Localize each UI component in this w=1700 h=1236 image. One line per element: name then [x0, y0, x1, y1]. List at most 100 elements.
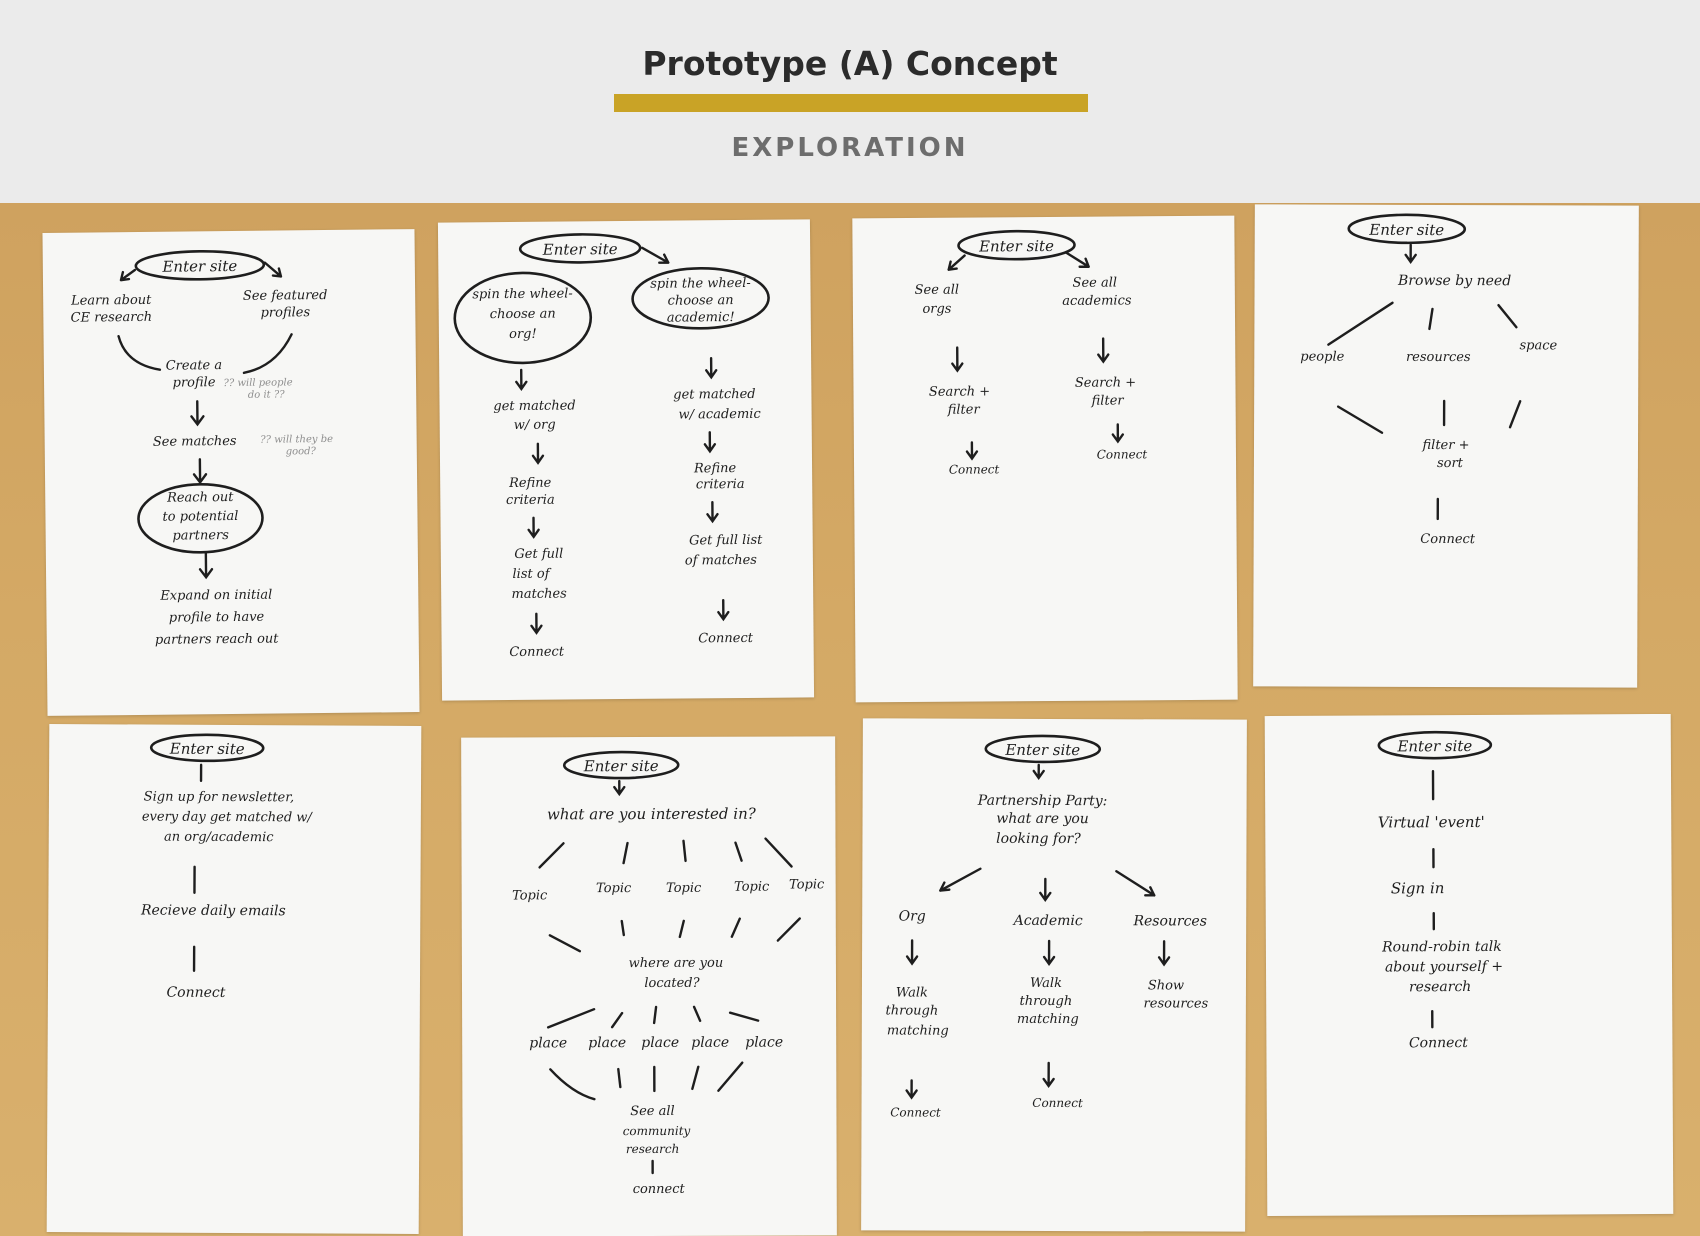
sketch-text: filter +	[1421, 438, 1469, 453]
page-title: Prototype (A) Concept	[642, 44, 1058, 83]
sketch-text: resources	[1144, 996, 1209, 1011]
sketch-text: profile	[173, 375, 216, 390]
sketch-text: research	[626, 1142, 679, 1156]
sketch-text: See featured	[243, 288, 328, 304]
sketch-text: choose an	[490, 307, 556, 323]
sketch-text: matches	[511, 587, 567, 602]
sketch-text: Sign in	[1391, 879, 1445, 897]
enter-site-label: Enter site	[161, 257, 237, 276]
sketch-text: get matched	[673, 387, 755, 403]
sketch-text: See matches	[153, 434, 237, 450]
sketch-text: Enter site	[542, 240, 618, 259]
sketch-text: Show	[1148, 978, 1184, 993]
sketch-text: Enter site	[169, 740, 245, 758]
sketch-text: Browse by need	[1397, 273, 1511, 289]
sketch-text: good?	[286, 446, 317, 457]
sketch-text: Walk	[1030, 976, 1062, 991]
sketch-text: Connect	[1097, 447, 1148, 461]
sketch-text: Connect	[1420, 532, 1476, 547]
sketch-text: Enter site	[978, 237, 1054, 256]
slide-header: Prototype (A) Concept EXPLORATION	[0, 0, 1700, 203]
sketch-text: space	[1519, 338, 1557, 353]
sketch-text: Search +	[929, 384, 990, 399]
sketch-text: through	[885, 1003, 938, 1018]
sketch-text: partners	[172, 528, 229, 544]
sketch-text: Connect	[1409, 1035, 1468, 1051]
sketch-sheet-6: Enter site what are you interested in? T…	[461, 736, 837, 1236]
sketch-text: matching	[1017, 1012, 1079, 1027]
sketch-text: connect	[633, 1182, 686, 1197]
sketch-text: place	[745, 1035, 783, 1051]
sketch-text: what are you interested in?	[547, 805, 757, 824]
sketch-text: Sign up for newsletter,	[144, 790, 295, 806]
sketch-text: resources	[1406, 350, 1471, 365]
sketch-text: Topic	[512, 888, 548, 903]
sketch-sheet-5: Enter site Sign up for newsletter, every…	[46, 724, 422, 1234]
sketch-sheet-7: Enter site Partnership Party: what are y…	[861, 718, 1247, 1232]
sketch-text: filter	[1091, 393, 1125, 408]
sketch-text: place	[588, 1035, 626, 1051]
sketch-text: org!	[509, 327, 537, 342]
sketch-text: See all	[1072, 275, 1117, 290]
sketch-text: Connect	[698, 631, 754, 646]
sketch-text: Partnership Party:	[977, 793, 1108, 809]
sketch-sheet-2: Enter site spin the wheel- choose an org…	[437, 219, 815, 701]
sketch-text: profiles	[260, 305, 310, 321]
sketch-text: Round-robin talk	[1381, 939, 1502, 956]
sketch-text: about yourself +	[1385, 959, 1503, 976]
sketch-text: Connect	[890, 1105, 941, 1119]
sketch-sheet-4: Enter site Browse by need people resourc…	[1253, 204, 1639, 688]
sketch-text: matching	[887, 1023, 949, 1038]
sketch-text: Search +	[1075, 375, 1136, 390]
sketch-text: of matches	[685, 553, 758, 569]
sketches-photo: Enter site Learn about CE research See f…	[0, 203, 1700, 1236]
sketch-text: community	[623, 1124, 691, 1138]
sketch-text: w/ org	[514, 418, 556, 433]
sketch-text: Enter site	[1368, 221, 1444, 239]
sketch-text: CE research	[71, 310, 153, 326]
sketch-text: research	[1409, 979, 1471, 995]
sketch-text: sort	[1437, 456, 1464, 471]
sketch-text: filter	[947, 402, 981, 417]
sketch-text: do it ??	[248, 389, 285, 400]
sketch-text: Connect	[166, 985, 225, 1001]
sketch-text: See all	[915, 283, 960, 298]
sketch-text: list of	[512, 567, 551, 582]
title-underline	[614, 94, 1088, 112]
sketch-sheet-3: Enter site See all orgs See all academic…	[852, 215, 1238, 703]
sketch-text: an org/academic	[164, 830, 274, 846]
sketch-text: Connect	[1032, 1096, 1083, 1110]
sketch-text: where are you	[629, 956, 724, 971]
sketch-text: criteria	[696, 477, 745, 492]
sketch-text: Get full	[514, 547, 563, 562]
sketch-text: ?? will people	[223, 377, 292, 389]
sketch-sheet-1: Enter site Learn about CE research See f…	[42, 229, 420, 716]
sketch-text: Expand on initial	[159, 588, 272, 604]
sketch-sheet-8: Enter site Virtual 'event' Sign in Round…	[1264, 713, 1674, 1217]
sketch-text: Topic	[596, 881, 632, 896]
sketch-text: place	[691, 1035, 729, 1051]
sketch-text: through	[1020, 994, 1073, 1009]
sketch-text: w/ academic	[678, 407, 761, 423]
sketch-text: Refine	[693, 461, 737, 476]
sketch-text: Learn about	[70, 293, 152, 309]
sketch-text: profile to have	[169, 610, 265, 626]
sketch-text: Topic	[789, 877, 825, 892]
sketch-text: people	[1300, 349, 1344, 364]
sketch-text: Create a	[166, 358, 223, 374]
sketch-text: Connect	[509, 645, 565, 660]
sketch-text: place	[641, 1035, 679, 1051]
sketch-text: Refine	[508, 476, 552, 491]
sketch-text: get matched	[493, 398, 575, 414]
sketch-text: Org	[899, 908, 926, 924]
sketch-text: Walk	[896, 985, 928, 1000]
sketch-text: to potential	[162, 509, 238, 525]
sketch-text: Topic	[666, 881, 702, 896]
sketch-text: Enter site	[1004, 741, 1080, 759]
sketch-text: choose an	[668, 293, 734, 309]
sketch-text: partners reach out	[155, 632, 279, 648]
sketch-text: See all	[630, 1104, 675, 1119]
sketch-text: Reach out	[166, 490, 234, 506]
sketch-text: Recieve daily emails	[140, 903, 286, 920]
sketch-text: Virtual 'event'	[1378, 813, 1485, 832]
